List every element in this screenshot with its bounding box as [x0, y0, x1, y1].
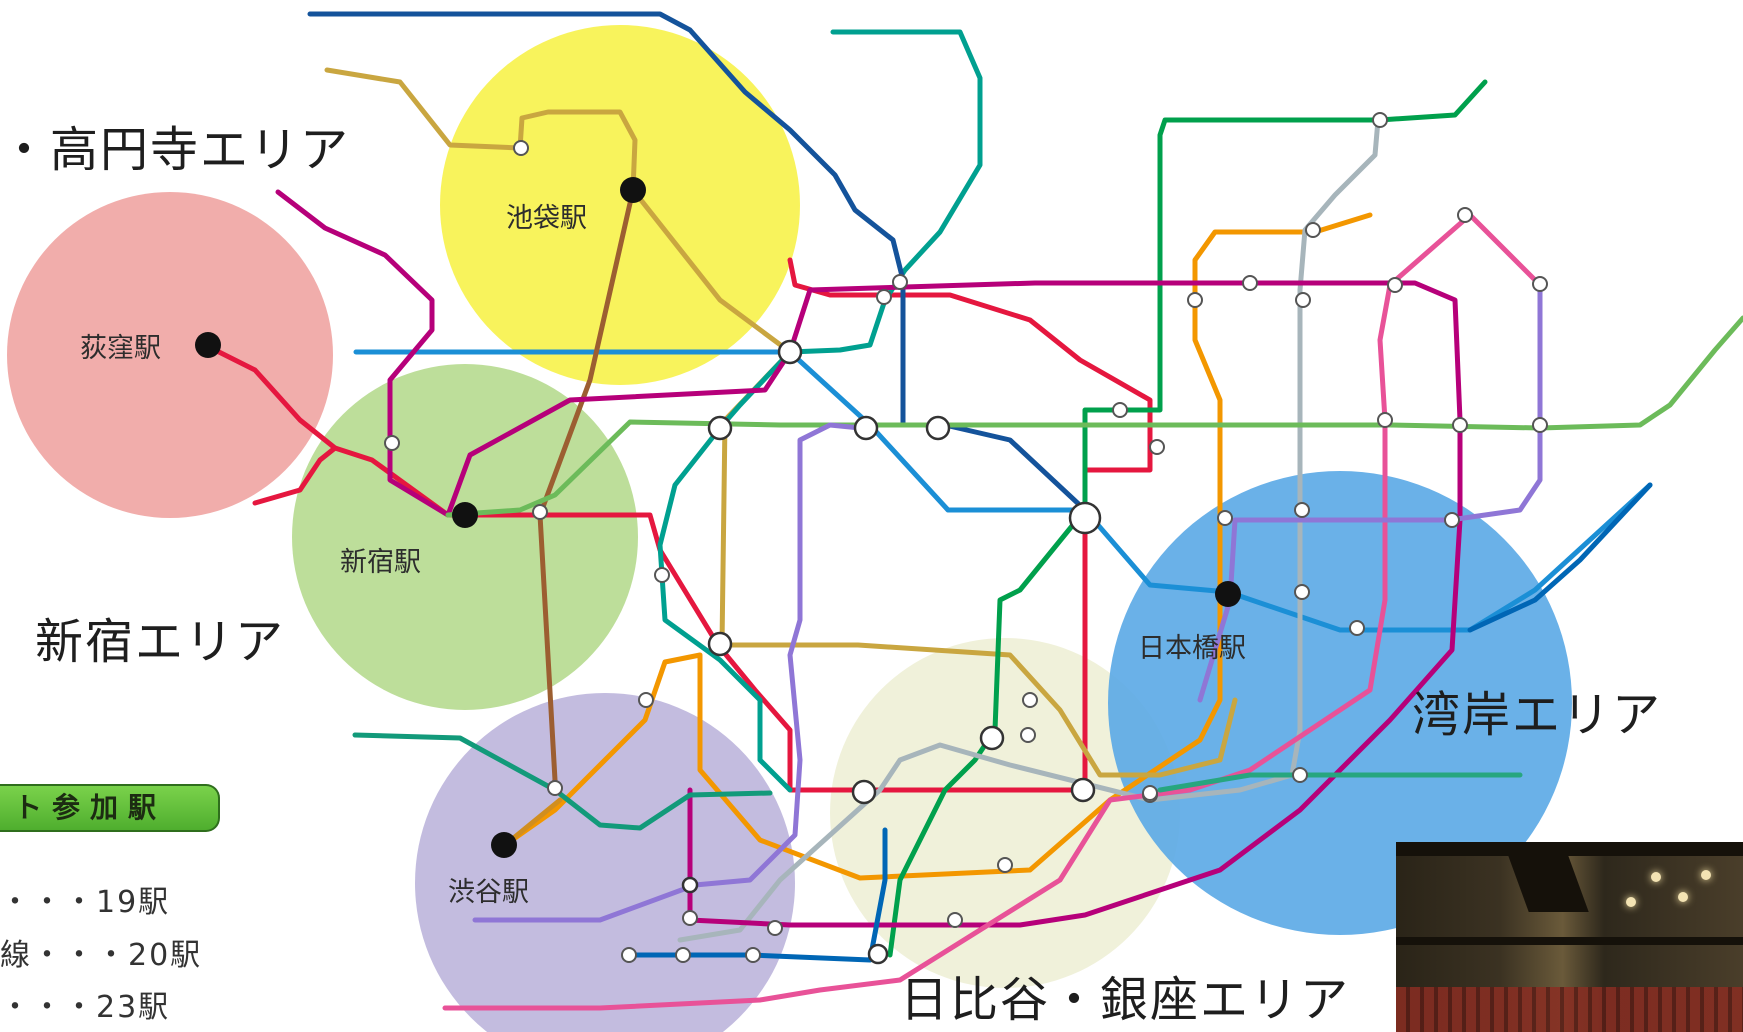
- station-small: [1532, 276, 1548, 292]
- ikebukuro-station-dot: [620, 177, 646, 203]
- legend-row-1: ・・・19駅: [0, 885, 171, 920]
- interchange-aoyama: [867, 943, 889, 965]
- interchange-kasumigaseki: [979, 725, 1005, 751]
- interchange-takebashi: [925, 415, 951, 441]
- station-small: [1295, 292, 1311, 308]
- shibuya-station-dot: [491, 832, 517, 858]
- station-small: [1457, 207, 1473, 223]
- legend-row-3: ・・・23駅: [0, 990, 171, 1025]
- station-small: [1452, 417, 1468, 433]
- koenji-area-label: ・高円寺エリア: [0, 122, 351, 178]
- interchange-iidabashi: [777, 339, 803, 365]
- station-small: [1112, 402, 1128, 418]
- station-small: [675, 947, 691, 963]
- theater-photo: [1396, 842, 1743, 1032]
- line-tozai: [353, 349, 1653, 633]
- station-small: [1022, 692, 1038, 708]
- line-chiyoda: [887, 79, 1488, 958]
- shinjuku-station-dot: [452, 502, 478, 528]
- nihonbashi-station-dot: [1215, 581, 1241, 607]
- legend-panel: ト参加駅 ・・・19駅 線・・・20駅 ・・・23駅: [0, 752, 280, 1032]
- station-small: [1444, 512, 1460, 528]
- station-small: [1377, 412, 1393, 428]
- station-small: [513, 140, 529, 156]
- interchange-akasaka: [851, 779, 877, 805]
- interchange-otemachi: [1068, 501, 1102, 535]
- line-teal-east: [1157, 772, 1523, 793]
- station-small: [384, 435, 400, 451]
- nihonbashi-station-label: 日本橋駅: [1138, 633, 1246, 664]
- shinjuku-station-label: 新宿駅: [340, 547, 421, 578]
- line-asakusa: [442, 212, 1543, 1011]
- hibiya-ginza-area-label: 日比谷・銀座エリア: [900, 972, 1351, 1028]
- station-small: [876, 289, 892, 305]
- wangan-area-label: 湾岸エリア: [1412, 687, 1663, 743]
- station-small: [1149, 439, 1165, 455]
- station-small: [547, 780, 563, 796]
- station-small: [1142, 785, 1158, 801]
- station-small: [621, 947, 637, 963]
- legend-header: ト参加駅: [0, 784, 220, 832]
- legend-row-2: 線・・・20駅: [0, 938, 203, 973]
- interchange-ginza: [1070, 777, 1096, 803]
- station-small: [1187, 292, 1203, 308]
- shibuya-station-label: 渋谷駅: [448, 877, 529, 908]
- line-marunouchi-branch: [252, 445, 338, 506]
- station-small: [1532, 417, 1548, 433]
- station-small: [1349, 620, 1365, 636]
- line-hanzomon: [472, 422, 863, 923]
- station-small: [892, 274, 908, 290]
- line-mita: [1467, 482, 1653, 633]
- station-small: [1387, 277, 1403, 293]
- station-small: [1294, 584, 1310, 600]
- station-small: [1020, 727, 1036, 743]
- shinjuku-area-circle: [292, 364, 638, 710]
- station-small: [1372, 112, 1388, 128]
- station-small: [997, 857, 1013, 873]
- shinjuku-area-label: 新宿エリア: [35, 614, 286, 670]
- interchange-yotsuya: [707, 631, 733, 657]
- station-small: [1305, 222, 1321, 238]
- interchange-ichigaya: [707, 415, 733, 441]
- station-small: [1294, 502, 1310, 518]
- station-small: [1217, 510, 1233, 526]
- interchange-sangenjaya: [681, 876, 699, 894]
- line-marunouchi: [202, 257, 1153, 793]
- station-small: [654, 567, 670, 583]
- station-small: [638, 692, 654, 708]
- station-small: [1242, 275, 1258, 291]
- line-teal-bottom: [352, 732, 773, 831]
- hibiya-area-circle: [830, 638, 1180, 988]
- station-small: [767, 920, 783, 936]
- station-small: [1292, 767, 1308, 783]
- ikebukuro-station-label: 池袋駅: [506, 203, 587, 234]
- ikebukuro-area-circle: [440, 25, 800, 385]
- line-ginza: [502, 212, 1373, 881]
- line-shinjuku: [445, 315, 1743, 518]
- line-hibiya: [677, 117, 1381, 943]
- ogikubo-area-circle: [7, 192, 333, 518]
- interchange-kudanshita: [853, 415, 879, 441]
- ogikubo-station-dot: [195, 332, 221, 358]
- ogikubo-station-label: 荻窪駅: [80, 333, 161, 364]
- station-small: [682, 910, 698, 926]
- station-small: [532, 504, 548, 520]
- station-small: [947, 912, 963, 928]
- station-small: [745, 947, 761, 963]
- line-oedo: [275, 189, 1463, 928]
- shibuya-area-circle: [415, 693, 795, 1032]
